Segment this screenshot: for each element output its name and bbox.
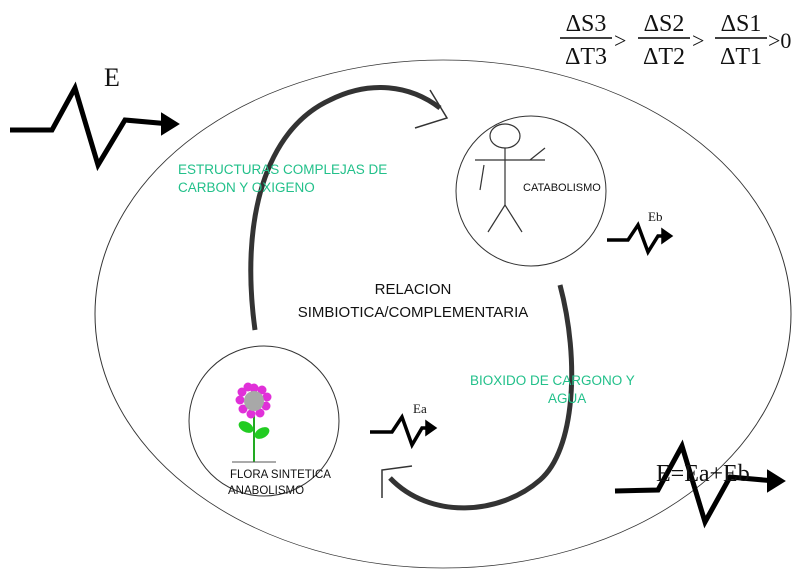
- energy-out-arrow: [614, 439, 786, 529]
- complex-structures-line1: ESTRUCTURAS COMPLEJAS DE: [178, 162, 387, 177]
- formula-f2-num: ΔS2: [644, 11, 685, 37]
- relation-line2: SIMBIOTICA/COMPLEMENTARIA: [298, 304, 529, 321]
- stick-figure-icon: [475, 123, 546, 233]
- dioxide-line2: AGUA: [548, 391, 586, 406]
- flower-icon: [232, 382, 276, 463]
- formula-f2-den: ΔT2: [643, 44, 685, 70]
- cycle-arrow-lower-right: [388, 284, 575, 511]
- cycle-arrow-upper-left-head: [414, 89, 449, 129]
- cycle-arrow-upper-left: [248, 85, 442, 331]
- formula-f1-den: ΔT3: [565, 44, 607, 70]
- formula-tail: >0: [768, 28, 791, 53]
- formula-op2: >: [692, 28, 704, 53]
- system-boundary-circle: [94, 59, 792, 569]
- cycle-arrow-lower-right-head: [381, 465, 413, 498]
- relation-line1: RELACION: [375, 281, 452, 298]
- energy-ea-label: Ea: [413, 401, 427, 416]
- flora-label-line2: ANABOLISMO: [228, 485, 304, 497]
- formula-f3-den: ΔT1: [720, 44, 762, 70]
- dioxide-line1: BIOXIDO DE CARGONO Y: [470, 373, 635, 388]
- catabolism-label: CATABOLISMO: [523, 182, 601, 194]
- energy-eb-arrow: [607, 221, 674, 256]
- catabolism-circle: [455, 115, 607, 267]
- energy-in-arrow: [10, 81, 180, 172]
- flora-circle: [188, 345, 340, 497]
- energy-out-label: E=Ea+Eb: [656, 461, 750, 487]
- energy-ea-arrow: [370, 413, 438, 450]
- formula-op1: >: [614, 28, 626, 53]
- energy-eb-label: Eb: [648, 209, 662, 224]
- entropy-formula: ΔS3 ΔT3 > ΔS2 ΔT2 > ΔS1 ΔT1 >0: [560, 11, 791, 70]
- complex-structures-line2: CARBON Y OXIGENO: [178, 180, 315, 195]
- energy-in-label: E: [104, 63, 120, 92]
- flora-label-line1: FLORA SINTETICA: [230, 469, 331, 481]
- formula-f3-num: ΔS1: [721, 11, 762, 37]
- cycle-arrows: [248, 85, 575, 511]
- formula-f1-num: ΔS3: [566, 11, 607, 37]
